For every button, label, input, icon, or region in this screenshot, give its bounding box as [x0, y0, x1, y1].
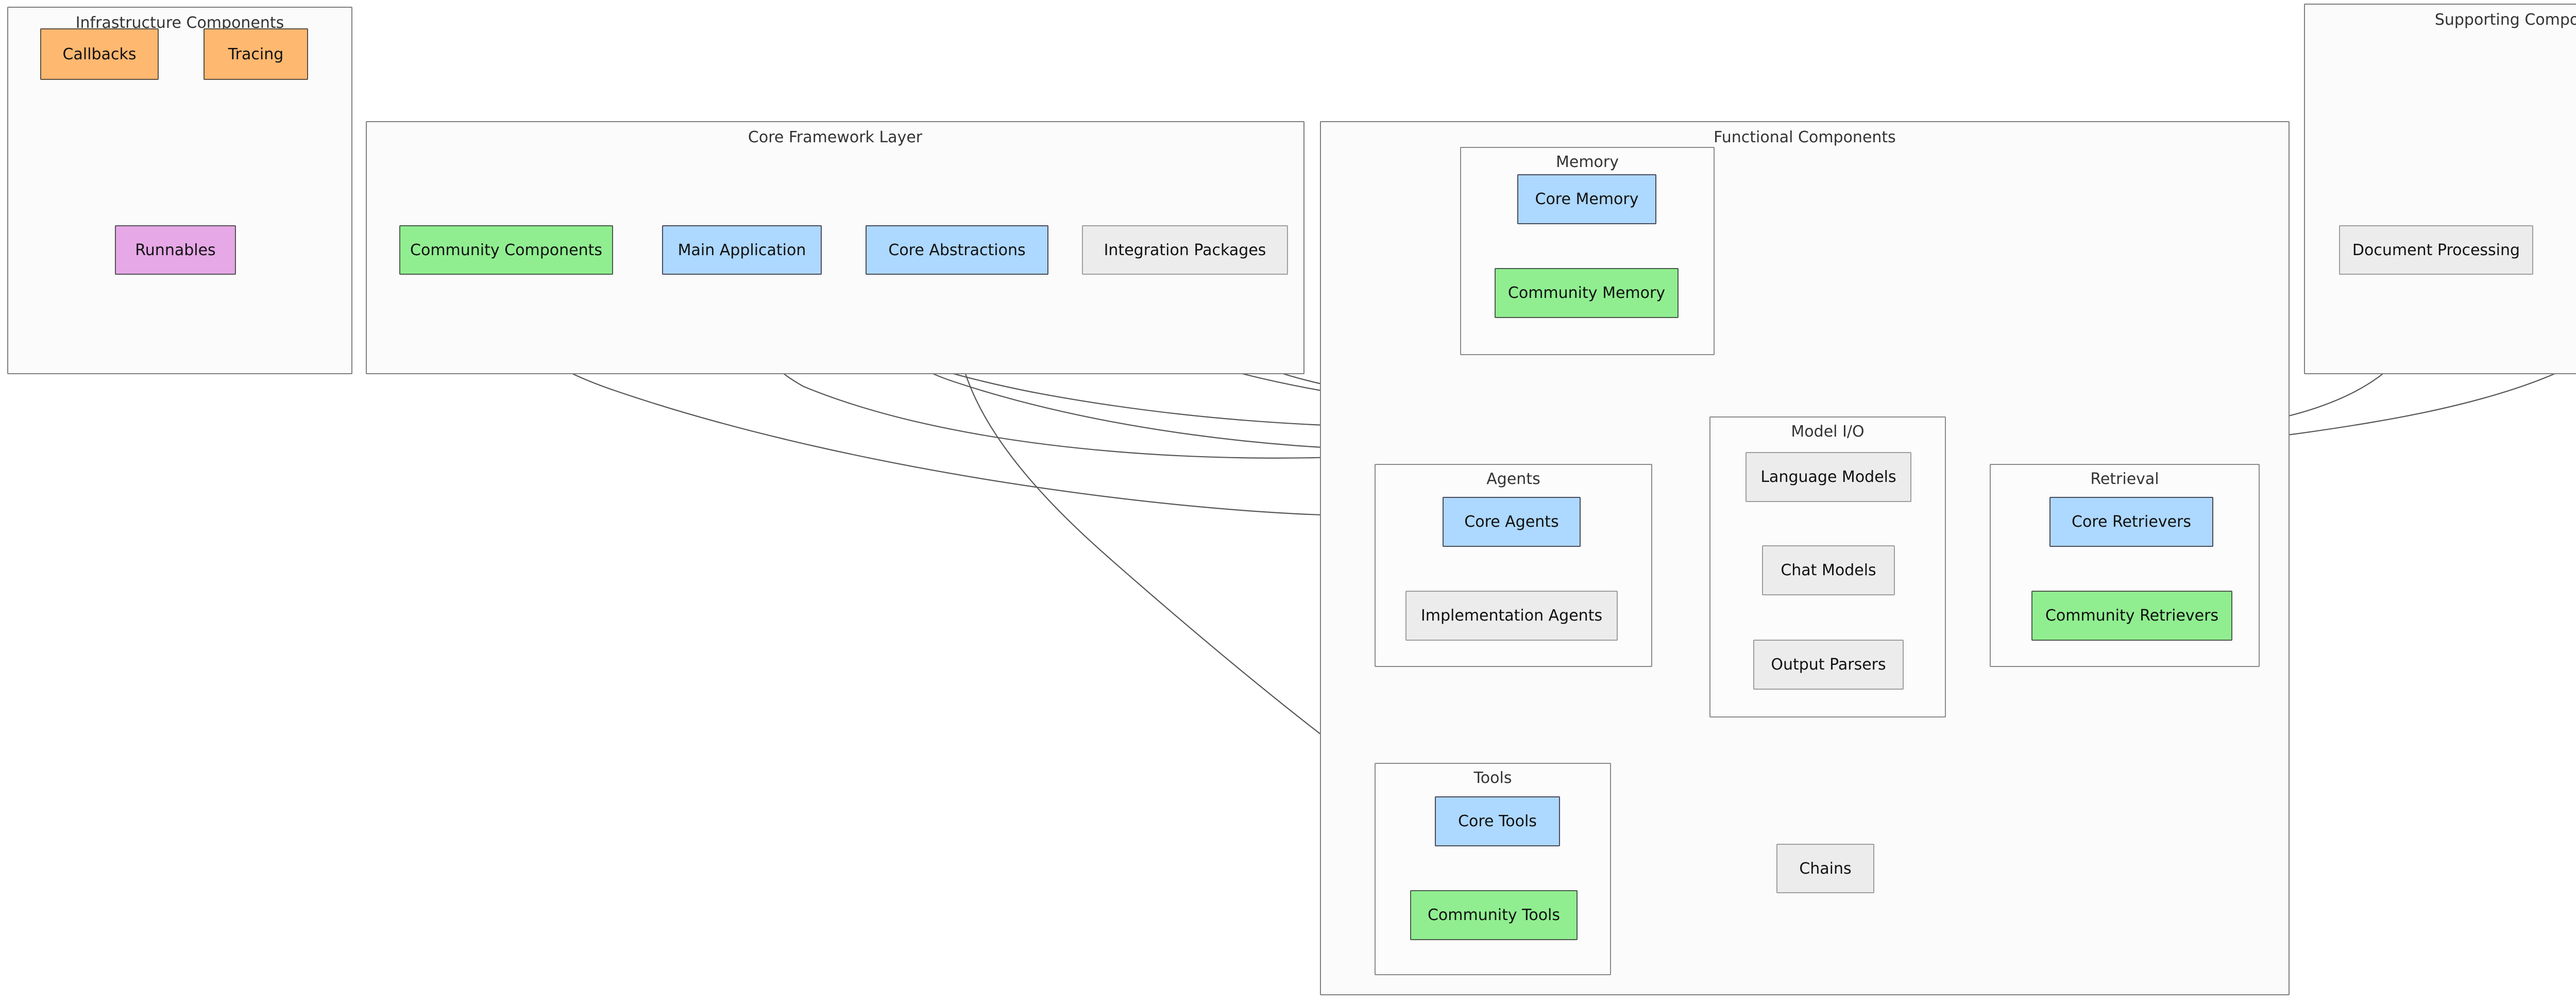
cluster-title-core-framework: Core Framework Layer [748, 128, 923, 146]
node-label-core-abstractions: Core Abstractions [888, 241, 1026, 259]
cluster-tools: Tools [1375, 763, 1611, 975]
node-runnables[interactable]: Runnables [115, 225, 236, 275]
node-label-main-application: Main Application [677, 241, 806, 259]
cluster-title-functional: Functional Components [1714, 128, 1896, 146]
node-label-core-agents: Core Agents [1464, 513, 1559, 531]
node-core-tools[interactable]: Core Tools [1435, 796, 1560, 846]
node-core-retrievers[interactable]: Core Retrievers [2049, 497, 2213, 547]
node-implementation-agents[interactable]: Implementation Agents [1405, 591, 1618, 641]
node-chains[interactable]: Chains [1776, 844, 1874, 893]
node-language-models[interactable]: Language Models [1745, 452, 1911, 502]
cluster-title-agents: Agents [1486, 470, 1540, 488]
node-label-core-tools: Core Tools [1458, 812, 1537, 830]
node-core-memory[interactable]: Core Memory [1517, 174, 1656, 224]
node-label-integration-packages: Integration Packages [1104, 241, 1266, 259]
node-tracing[interactable]: Tracing [204, 28, 308, 80]
node-community-components[interactable]: Community Components [399, 225, 613, 275]
node-label-tracing: Tracing [228, 45, 284, 63]
cluster-title-tools: Tools [1473, 769, 1512, 787]
node-community-memory[interactable]: Community Memory [1495, 268, 1679, 318]
cluster-title-retrieval: Retrieval [2090, 470, 2159, 488]
node-callbacks[interactable]: Callbacks [40, 28, 159, 80]
node-label-chat-models: Chat Models [1781, 561, 1876, 579]
node-label-community-components: Community Components [410, 241, 602, 259]
node-label-runnables: Runnables [135, 241, 216, 259]
node-community-tools[interactable]: Community Tools [1410, 890, 1578, 940]
node-label-community-retrievers: Community Retrievers [2045, 607, 2219, 625]
node-label-core-retrievers: Core Retrievers [2072, 513, 2191, 531]
cluster-title-memory: Memory [1555, 153, 1619, 171]
cluster-title-model-io: Model I/O [1791, 423, 1865, 441]
node-main-application[interactable]: Main Application [662, 225, 822, 275]
node-label-output-parsers: Output Parsers [1771, 656, 1886, 674]
cluster-title-supporting: Supporting Components [2434, 11, 2576, 29]
node-label-community-tools: Community Tools [1427, 906, 1561, 924]
node-label-community-memory: Community Memory [1507, 284, 1666, 302]
node-output-parsers[interactable]: Output Parsers [1753, 640, 1904, 690]
node-document-processing[interactable]: Document Processing [2339, 225, 2533, 275]
node-core-agents[interactable]: Core Agents [1443, 497, 1581, 547]
node-core-abstractions[interactable]: Core Abstractions [866, 225, 1048, 275]
node-label-document-processing: Document Processing [2352, 241, 2520, 259]
cluster-supporting: Supporting Components [2304, 4, 2576, 374]
node-community-retrievers[interactable]: Community Retrievers [2031, 591, 2232, 641]
node-label-language-models: Language Models [1760, 468, 1896, 486]
node-label-core-memory: Core Memory [1535, 190, 1639, 208]
node-integration-packages[interactable]: Integration Packages [1082, 225, 1288, 275]
node-label-implementation-agents: Implementation Agents [1420, 607, 1603, 625]
node-label-callbacks: Callbacks [62, 45, 137, 63]
node-chat-models[interactable]: Chat Models [1762, 545, 1895, 595]
node-label-chains: Chains [1799, 859, 1852, 878]
